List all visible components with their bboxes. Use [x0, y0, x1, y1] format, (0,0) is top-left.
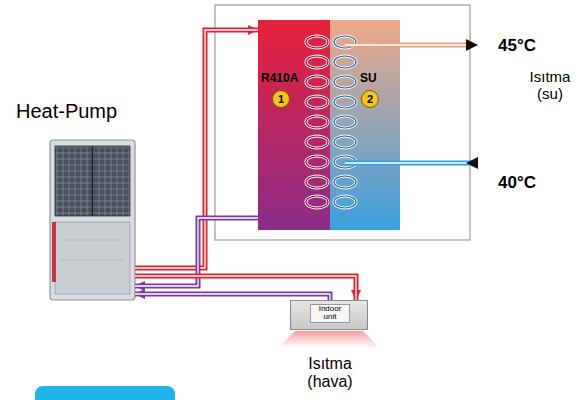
- exchanger-housing: [215, 5, 470, 240]
- temperature: 45°C: [498, 36, 536, 56]
- indoor-unit: Indoor unitIsıtma (hava): [290, 300, 368, 330]
- unit-caption: Isıtma (hava): [285, 355, 375, 392]
- circuit-label: Isıtma (su): [520, 68, 580, 103]
- unit-name: Indoor unit: [310, 304, 350, 323]
- refrigerant-side: R410A 1: [258, 20, 330, 230]
- button-shape: [35, 386, 175, 400]
- heat-pump-unit: [50, 140, 135, 300]
- pipe-core: [135, 276, 356, 300]
- water-side: [330, 20, 400, 230]
- fluid-name: SU: [360, 72, 377, 86]
- water-side: SU 2: [330, 20, 400, 230]
- fluid-name: R410A: [261, 72, 298, 86]
- callout-number: 2: [361, 90, 379, 108]
- heat-pump: Heat-Pump: [50, 140, 135, 300]
- pipe-line: [135, 276, 356, 300]
- unit-heading: Heat-Pump: [16, 100, 117, 123]
- temperature: 40°C: [498, 173, 536, 193]
- refrigerant-pipe: [135, 276, 356, 300]
- warm-air: [278, 331, 380, 348]
- callout-number: 1: [272, 90, 290, 108]
- coil: [306, 36, 356, 208]
- water-pipe: [345, 39, 478, 169]
- refrigerant-side: [258, 20, 330, 230]
